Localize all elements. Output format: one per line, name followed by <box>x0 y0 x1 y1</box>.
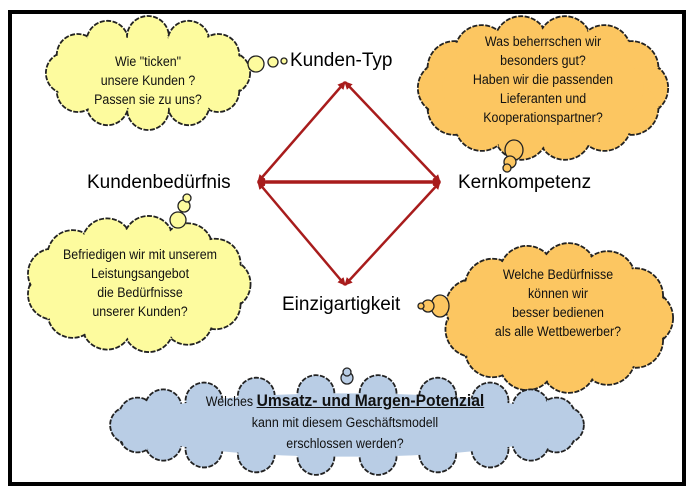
text-emphasis: Umsatz- und Margen-Potenzial <box>256 391 485 410</box>
cloud-body <box>442 41 644 135</box>
cloud-text-bottom-left: Befriedigen wir mit unserem Leistungsang… <box>48 245 232 321</box>
text-line: Welche Bedürfnisse <box>502 267 614 282</box>
thought-bubble <box>267 56 279 68</box>
arrow-left-bottom <box>257 181 346 286</box>
cloud-bottom-left <box>27 215 252 353</box>
thought-bubble <box>502 163 512 173</box>
text-line: Lieferanten und <box>499 91 587 106</box>
text-line: besonders gut? <box>500 53 586 68</box>
arrow-top-right <box>344 81 441 183</box>
text-line: unsere Kunden ? <box>100 73 196 88</box>
diagram-frame <box>8 10 686 486</box>
text-line: Passen sie zu uns? <box>94 92 202 107</box>
arrow-top-left <box>257 81 346 183</box>
cloud-text-bottom-right: Welche Bedürfnisse können wir besser bed… <box>468 265 648 341</box>
node-kundenbeduerfnis: Kundenbedürfnis <box>87 172 231 193</box>
node-einzigartigkeit: Einzigartigkeit <box>282 294 401 315</box>
cloud-body <box>468 270 648 366</box>
cloud-bottom-right <box>444 242 674 394</box>
text-line: besser bedienen <box>512 305 604 320</box>
cloud-body <box>123 393 571 457</box>
cloud-text-top-left: Wie "ticken" unsere Kunden ? Passen sie … <box>67 52 229 109</box>
cloud-top-right <box>416 15 670 161</box>
text-line: Was beherrschen wir <box>484 34 602 49</box>
thought-bubble <box>417 302 425 310</box>
thought-bubble <box>169 211 187 229</box>
text-line: Haben wir die passenden <box>472 72 614 87</box>
thought-bubble <box>182 193 192 203</box>
text-line: Befriedigen wir mit unserem <box>63 247 217 262</box>
text-line: Kooperationspartner? <box>483 110 603 125</box>
text-line: erschlossen werden? <box>286 436 404 451</box>
text-line: als alle Wettbewerber? <box>494 324 622 339</box>
text-line: unserer Kunden? <box>92 304 188 319</box>
text-line: kann mit diesem Geschäftsmodell <box>251 415 439 430</box>
arrow-right-bottom <box>344 181 441 286</box>
text-line: Leistungsangebot <box>90 266 190 281</box>
cloud-bottom <box>109 374 585 476</box>
text-line: können wir <box>527 286 589 301</box>
node-kunden-typ: Kunden-Typ <box>290 50 393 71</box>
text-line: die Bedürfnisse <box>97 285 183 300</box>
thought-bubble <box>342 367 352 377</box>
node-kernkompetenz: Kernkompetenz <box>458 172 592 193</box>
thought-bubble <box>247 55 265 73</box>
cloud-body <box>64 37 232 109</box>
text-line: Wie "ticken" <box>114 54 182 69</box>
text-prefix: Welches <box>205 394 257 409</box>
cloud-top-left <box>44 15 252 131</box>
text-line: Welches Umsatz- und Margen-Potenzial <box>166 390 525 412</box>
cloud-text-bottom: Welches Umsatz- und Margen-Potenzial kan… <box>166 390 525 454</box>
cloud-body <box>48 240 228 328</box>
thought-bubble <box>280 57 288 65</box>
cloud-text-top-right: Was beherrschen wir besonders gut? Haben… <box>446 32 639 127</box>
